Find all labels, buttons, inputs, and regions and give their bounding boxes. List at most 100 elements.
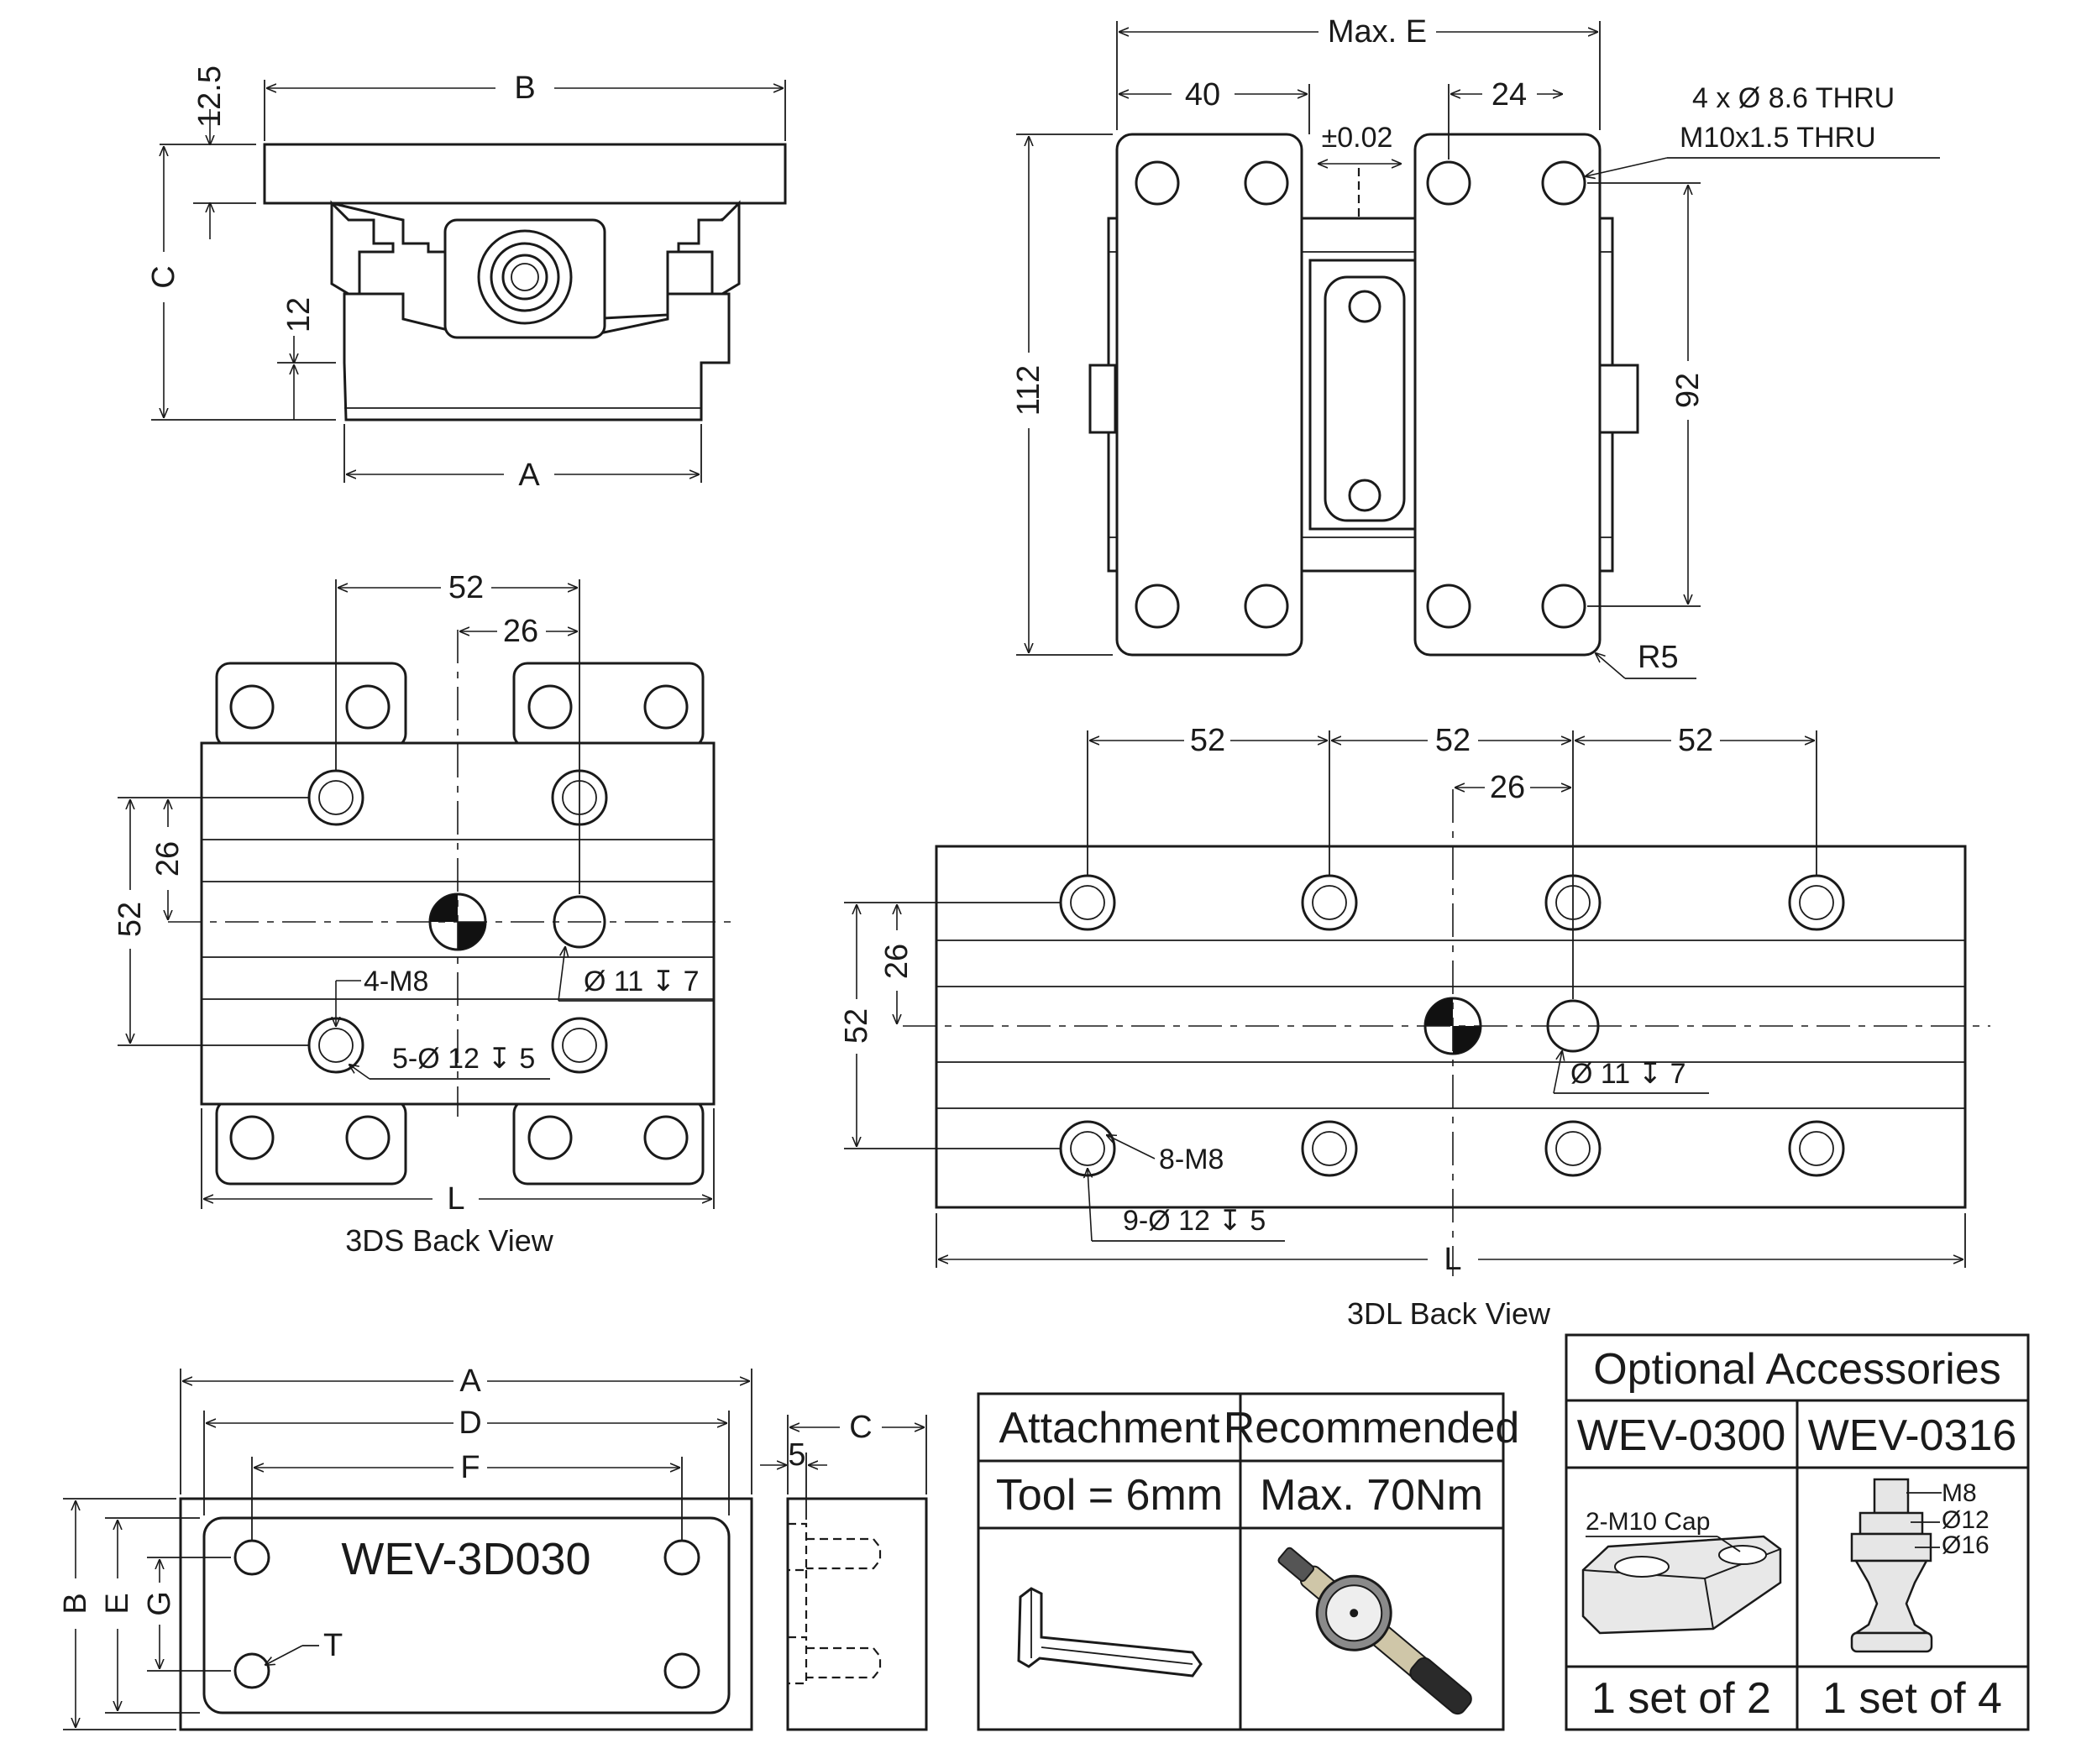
screw-end-left [1088,364,1117,434]
front-view: B 12.5 C 12 A [146,65,787,493]
counterbore-inner [1070,1131,1105,1166]
ds-cbore-callout: 5-Ø 12 ↧ 5 [392,1043,535,1075]
jaw-hole [1135,584,1180,629]
counterbore [1301,1120,1358,1177]
jaw-hole [1244,160,1289,206]
qty-wev-0316: 1 set of 4 [1822,1674,2002,1723]
dim-112-label: 112 [1011,365,1046,416]
pull-stud-icon [1850,1478,1942,1653]
counterbore-inner [318,1028,354,1063]
leader-line [1553,1051,1562,1094]
torque-wrench-icon [1277,1547,1472,1715]
counterbore [1788,874,1845,931]
leader-line [1596,653,1626,679]
hole [643,684,689,730]
hole [229,684,275,730]
ds-dim-52-left: 52 [113,902,148,937]
dim-40-label: 40 [1185,77,1220,113]
left-jaw [1115,133,1303,657]
dl-dim-52-a: 52 [1190,723,1225,758]
jaw-hole [1541,584,1586,629]
plate-dim-e: E [100,1593,135,1614]
plate-hole [233,1652,270,1689]
header-recommended: Recommended [1224,1404,1520,1453]
lead-screw-inner [501,254,548,301]
plate-hole [663,1539,700,1576]
stud-d12-note: Ø12 [1942,1506,1990,1534]
leader-line [1107,1135,1156,1159]
lug-holes [229,684,689,1160]
hidden-thread [788,1636,882,1685]
dim-c-label: C [146,265,181,288]
stud-d16-note: Ø16 [1942,1531,1990,1559]
stud-m8-note: M8 [1942,1479,1977,1507]
plate-dim-c: C [849,1410,872,1445]
ds-back-view: 52 26 52 26 4-M8 Ø 11 ↧ 7 5-Ø 12 ↧ 5 L 3… [113,570,735,1258]
dl-bore-callout: Ø 11 ↧ 7 [1570,1058,1685,1090]
qty-wev-0300: 1 set of 2 [1591,1674,1771,1723]
hex-key-edge [1041,1646,1193,1665]
plate-dim-5: 5 [788,1437,805,1473]
counterbore-inner [1799,1131,1834,1166]
jaw-hole [1244,584,1289,629]
ds-dim-26-top: 26 [503,614,538,649]
hole [527,1115,573,1160]
counterbore-inner [1070,885,1105,920]
plate-dim-b: B [58,1593,93,1614]
dl-dim-l: L [1444,1242,1461,1277]
value-torque: Max. 70Nm [1260,1471,1483,1520]
dl-dim-26-left: 26 [879,944,915,979]
leader-line [349,1065,370,1080]
nut-screw [1348,479,1381,512]
dl-dim-52-left: 52 [839,1008,874,1044]
vise-base [343,292,731,421]
dl-back-view: 52 52 52 26 52 26 Ø 11 ↧ 7 8-M8 9-Ø 12 ↧… [839,723,1990,1331]
counterbore [1544,1120,1602,1177]
jaw-hole [1135,160,1180,206]
attachment-table: Attachment Recommended Tool = 6mm Max. 7… [977,1392,1520,1731]
counterbore [1059,1120,1116,1177]
dl-caption: 3DL Back View [1347,1296,1551,1331]
ds-bore-callout: Ø 11 ↧ 7 [584,966,699,997]
jaw-hole [1426,160,1471,206]
hole-callout-1: 4 x Ø 8.6 THRU [1692,82,1895,114]
accessories-title: Optional Accessories [1593,1345,2001,1394]
counterbore-inner [562,1028,597,1063]
hole [345,1115,391,1160]
plate-dim-t: T [323,1628,343,1663]
ds-caption: 3DS Back View [345,1223,553,1258]
dl-m8-callout: 8-M8 [1159,1144,1224,1175]
right-jaw [1413,133,1602,657]
tolerance-label: ±0.02 [1322,122,1393,154]
counterbore [307,1017,364,1074]
header-wev-0316: WEV-0316 [1808,1411,2017,1460]
hex-key-icon [1017,1587,1203,1678]
counterbore [1301,874,1358,931]
left-jaw-guide [330,200,395,296]
counterbore [1059,874,1116,931]
ds-dim-52-top: 52 [448,570,484,605]
lead-screw-hex [511,263,539,291]
leader-line [558,947,565,1002]
screw-end [1598,364,1639,434]
serial-number: WEV-3D030 [341,1534,590,1584]
ds-m8-callout: 4-M8 [364,966,428,997]
hidden-thread [788,1522,882,1572]
hole-callout-2: M10x1.5 THRU [1680,122,1876,154]
counterbore-inner [1555,1131,1591,1166]
dim-12-label: 12 [281,297,317,332]
counterbore [307,769,364,826]
jaw-holes [1135,160,1586,629]
leader-line [1088,1169,1092,1242]
dl-dim-52-b: 52 [1435,723,1471,758]
top-jaw-plate [263,143,787,205]
counterbore [1788,1120,1845,1177]
counterbore-inner [1799,885,1834,920]
counterbore-inner [1312,885,1347,920]
plate-view: WEV-3D030 A D F B E [58,1364,928,1731]
nut-screw [1348,290,1381,323]
plate-dim-g: G [142,1591,177,1616]
dl-cbore-callout: 9-Ø 12 ↧ 5 [1123,1205,1266,1237]
top-view: Max. E 40 24 ±0.02 4 x Ø 8.6 THRU M10x1.… [1011,14,1940,679]
